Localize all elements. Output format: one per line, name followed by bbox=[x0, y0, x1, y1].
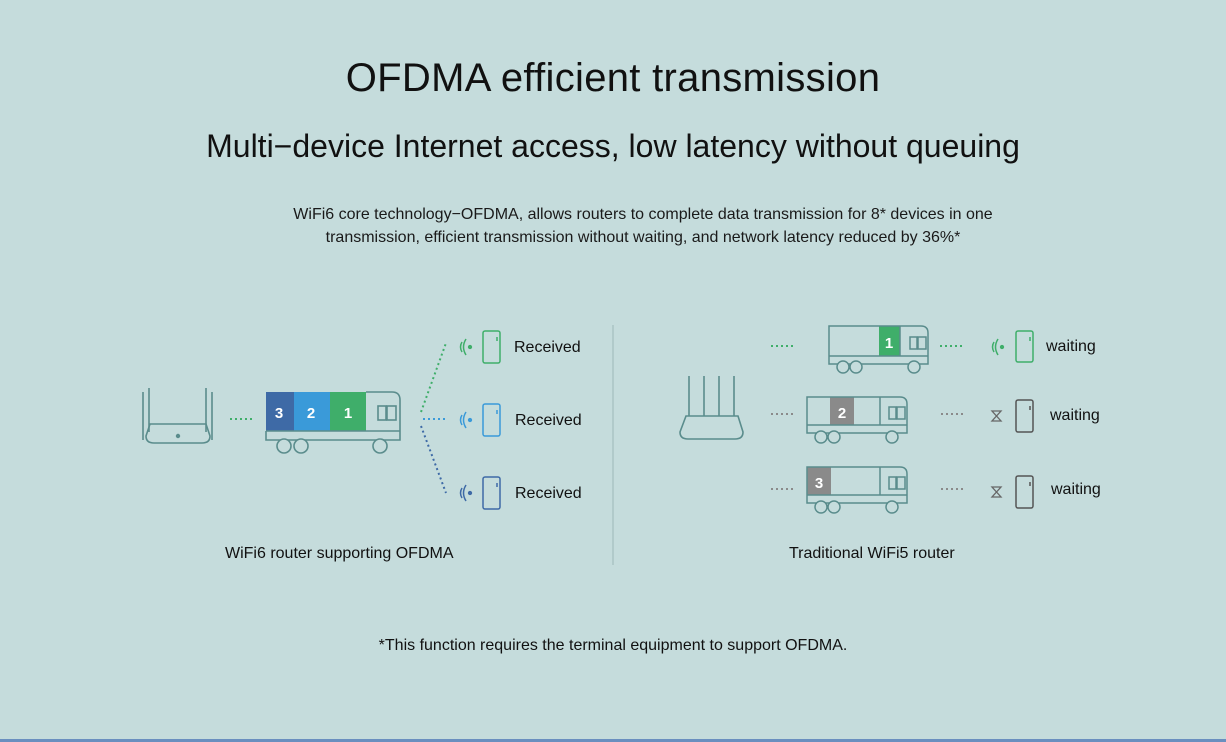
wifi5-truck-box-3: 3 bbox=[815, 475, 823, 492]
left-device-status-2: Received bbox=[515, 412, 582, 429]
truck-box-2: 2 bbox=[307, 405, 315, 422]
right-device-status-2: waiting bbox=[1049, 407, 1100, 424]
right-device-status-3: waiting bbox=[1050, 481, 1101, 498]
bottom-bar bbox=[0, 739, 1226, 742]
wifi5-truck-1-icon: 1 bbox=[828, 325, 929, 374]
truck-box-3: 3 bbox=[275, 405, 283, 422]
description-line-2: transmission, efficient transmission wit… bbox=[325, 229, 961, 246]
phone-icon bbox=[1015, 399, 1034, 433]
wifi5-truck-2-icon: 2 bbox=[806, 396, 908, 444]
phone-icon bbox=[1015, 330, 1034, 363]
wifi-signal-icon bbox=[459, 411, 473, 429]
right-device-status-1: waiting bbox=[1045, 338, 1096, 355]
wifi5-router-icon bbox=[679, 376, 744, 440]
wifi5-truck-box-1: 1 bbox=[885, 335, 893, 352]
wifi6-router-icon bbox=[142, 388, 213, 444]
right-panel-caption: Traditional WiFi5 router bbox=[789, 545, 955, 562]
page-subtitle: Multi−device Internet access, low latenc… bbox=[206, 128, 1020, 164]
left-device-status-1: Received bbox=[514, 339, 581, 356]
left-device-status-3: Received bbox=[515, 485, 582, 502]
phone-icon bbox=[482, 403, 501, 437]
hourglass-icon bbox=[990, 486, 1003, 498]
wifi-signal-icon bbox=[459, 484, 473, 502]
wifi-signal-icon bbox=[459, 338, 473, 356]
ofdma-truck-icon: 3 2 1 bbox=[265, 391, 401, 454]
page-title: OFDMA efficient transmission bbox=[345, 56, 881, 100]
footnote: *This function requires the terminal equ… bbox=[378, 637, 848, 654]
wifi5-truck-3-icon: 3 bbox=[806, 466, 908, 514]
route-line-bottom bbox=[420, 425, 447, 494]
description-line-1: WiFi6 core technology−OFDMA, allows rout… bbox=[293, 206, 993, 223]
left-panel-caption: WiFi6 router supporting OFDMA bbox=[225, 545, 454, 562]
hourglass-icon bbox=[990, 410, 1003, 422]
wifi-signal-icon bbox=[991, 338, 1005, 356]
wifi5-truck-box-2: 2 bbox=[838, 405, 846, 422]
phone-icon bbox=[482, 330, 501, 364]
route-line-top bbox=[420, 342, 447, 413]
phone-icon bbox=[482, 476, 501, 510]
phone-icon bbox=[1015, 475, 1034, 509]
description: WiFi6 core technology−OFDMA, allows rout… bbox=[230, 203, 1056, 249]
truck-box-1: 1 bbox=[344, 405, 352, 422]
